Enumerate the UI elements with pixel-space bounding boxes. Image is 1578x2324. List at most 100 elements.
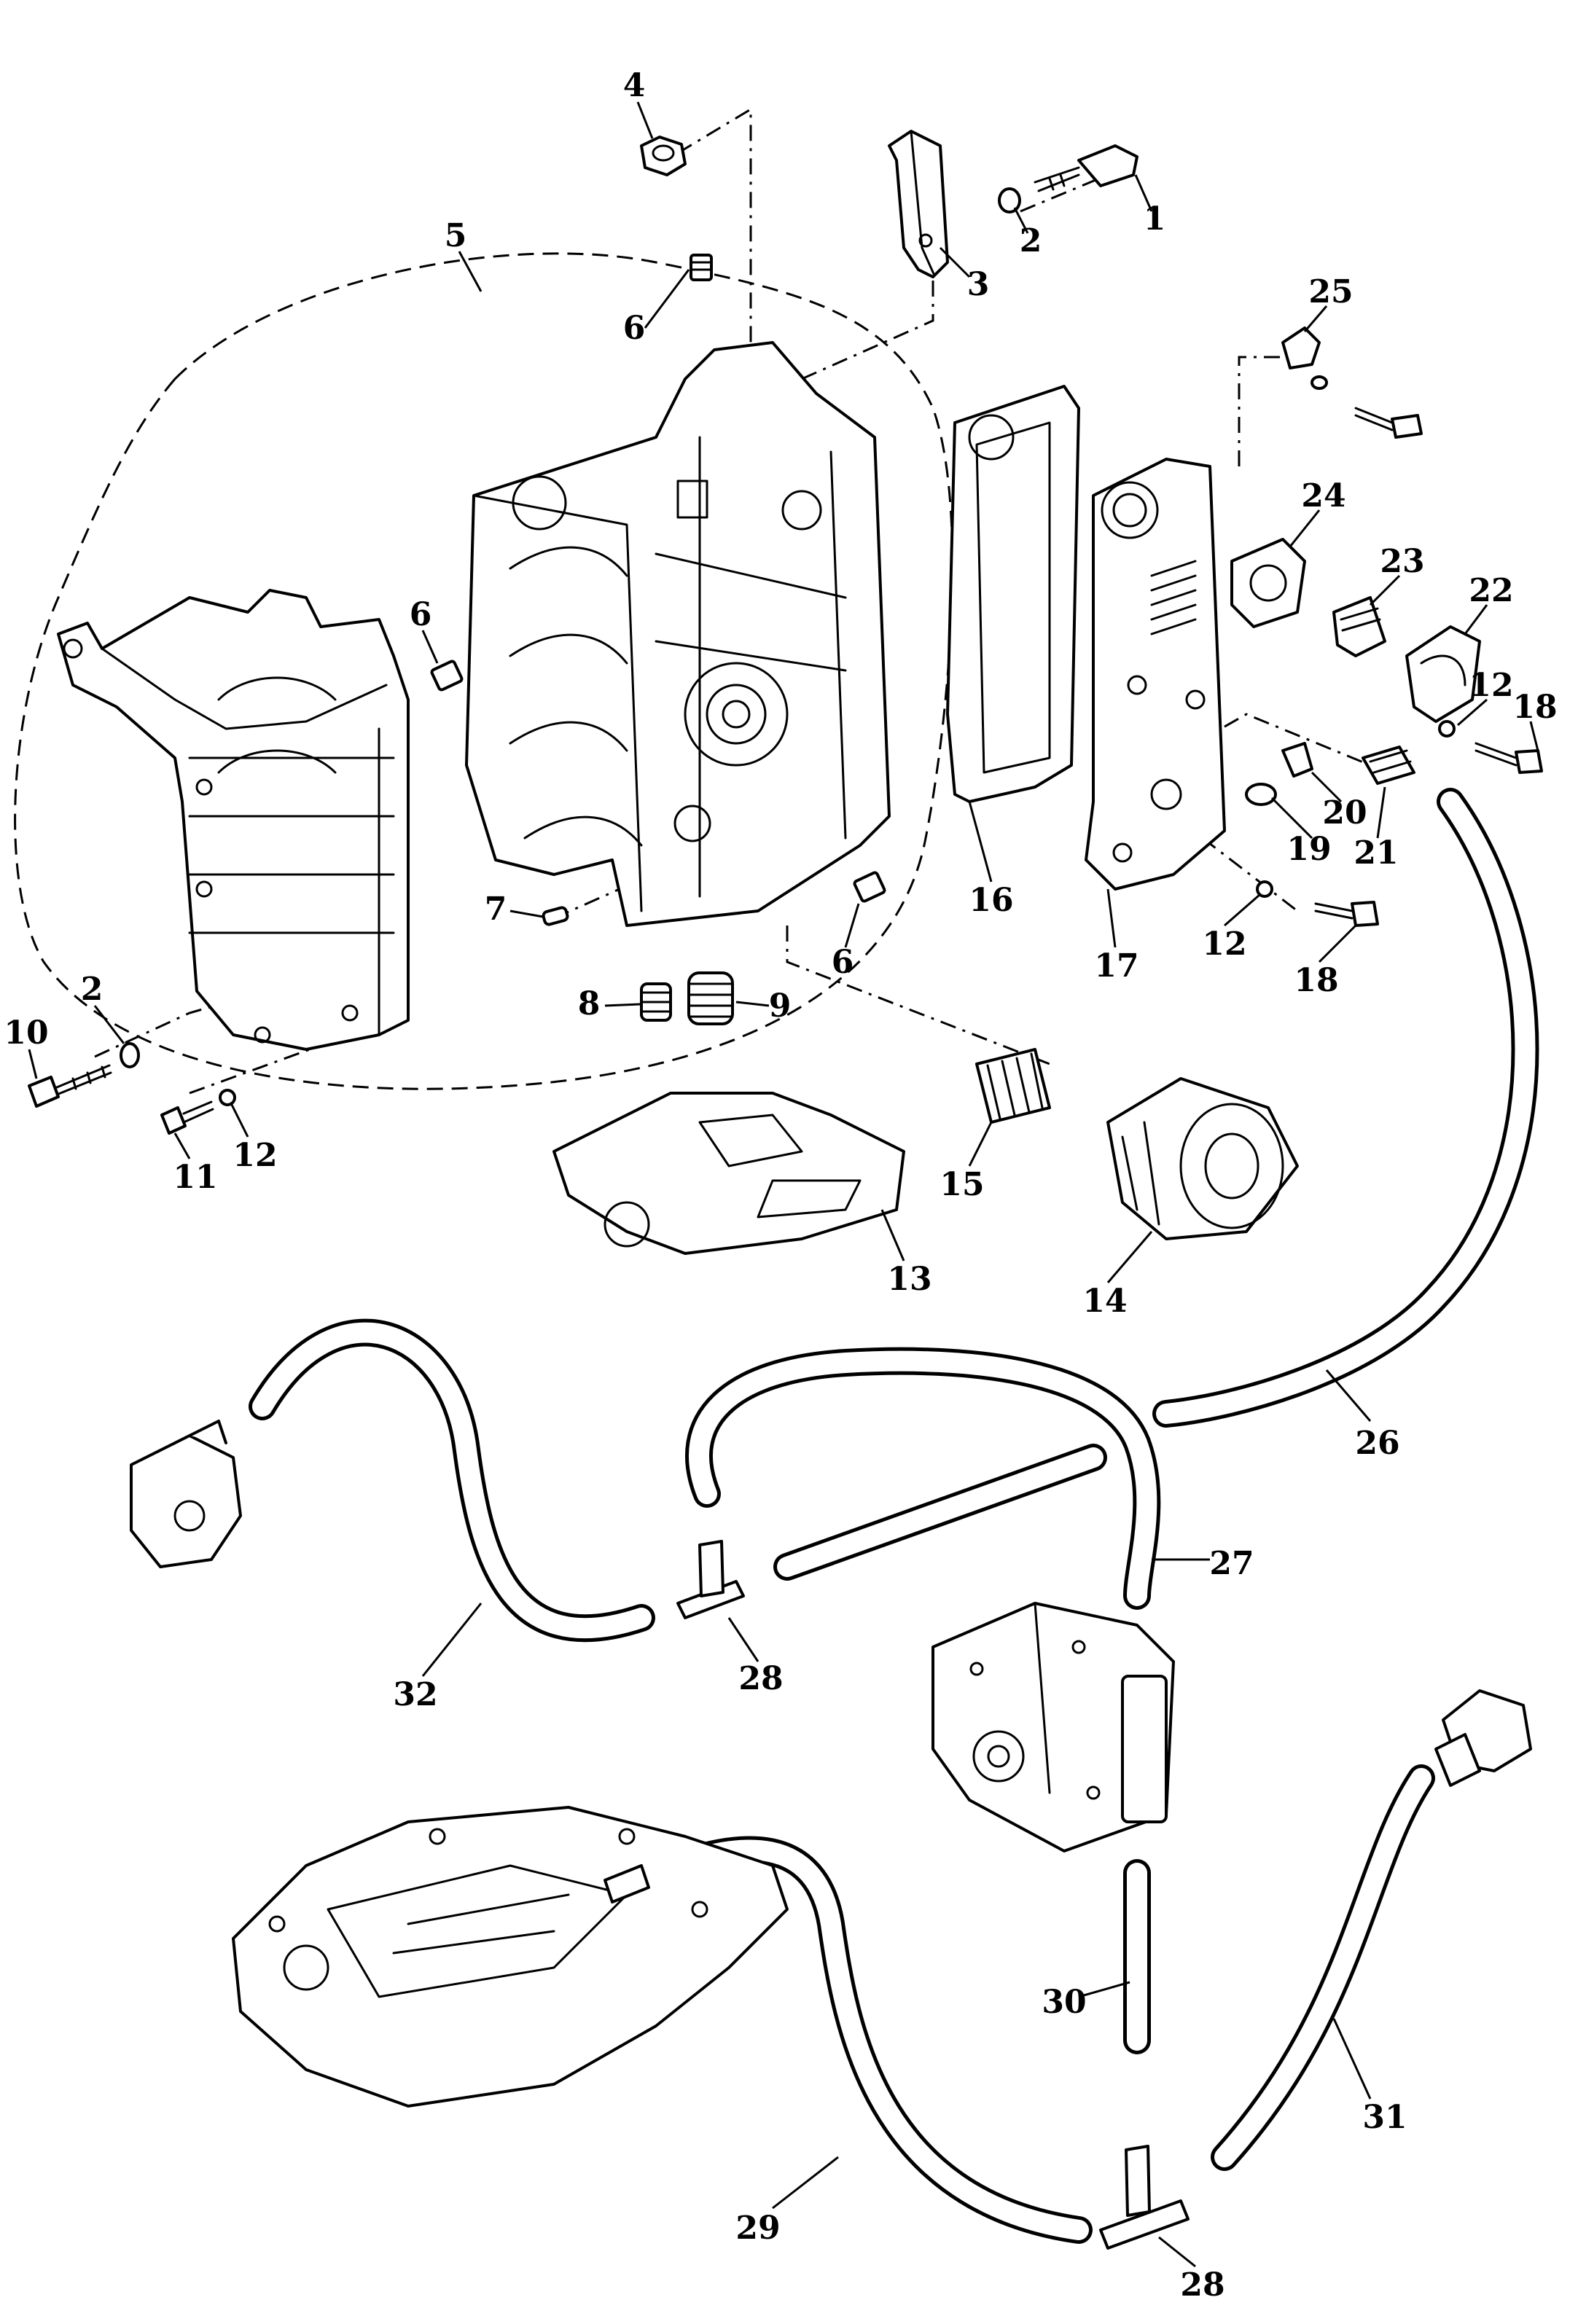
leader-29 [772,2156,839,2210]
cylinder-gasket [946,385,1080,803]
hose-32 [249,1318,655,1643]
relief-spring-15 [975,1048,1051,1124]
plug-20 [1281,742,1313,778]
leader-25 [1303,305,1328,332]
locating-pin [542,906,569,926]
leader-1 [1134,174,1153,212]
leader-14 [1106,1231,1153,1283]
leader-26 [1325,1369,1372,1422]
leader-28-upper [727,1617,759,1662]
oil-filter [1106,1077,1299,1240]
hose-26 [1152,788,1539,1428]
leader-7 [509,909,544,918]
fuel-connector-left [130,1420,242,1568]
cylinder-block [465,341,891,927]
callout-12-left: 12 [233,1137,277,1174]
callout-18-top: 18 [1512,689,1557,726]
hose-27 [685,1347,1161,1610]
callout-18-bottom: 18 [1294,962,1338,999]
callout-28-lower: 28 [1180,2266,1224,2304]
leader-24 [1289,509,1321,547]
callout-23: 23 [1380,543,1424,580]
alignment-line-4 [677,107,752,379]
leader-12-right-bottom [1224,893,1260,927]
leader-10 [28,1049,38,1079]
alignment-line-filter [786,926,1050,1065]
callout-2-top: 2 [1020,222,1042,259]
spring-9 [687,971,734,1025]
leader-20 [1311,771,1343,803]
leader-2-top [1013,207,1029,234]
lifting-bracket [888,130,949,278]
thermostat [1332,596,1386,657]
callout-5: 5 [445,217,467,254]
callout-6-right: 6 [832,944,854,981]
washer-12-right-top [1438,720,1456,738]
alignment-line-1 [1020,173,1109,213]
callout-16: 16 [969,882,1013,919]
leader-3 [939,246,971,278]
washer-12-right-bottom [1256,880,1273,898]
callout-30: 30 [1042,1984,1086,2021]
washer-25 [1311,375,1328,390]
callout-31: 31 [1362,2099,1407,2136]
callout-6-top: 6 [623,310,646,347]
washer-19 [1245,783,1277,806]
callout-25: 25 [1308,273,1353,310]
adapter-plate [232,1806,789,2108]
leader-18-bottom [1318,924,1357,963]
dowel-pin-right [853,871,886,903]
callout-26: 26 [1355,1425,1399,1462]
leader-15 [968,1122,993,1167]
hose-27b [773,1444,1107,1581]
hose-29 [642,1836,1093,2244]
bolt-18-top [1475,742,1543,774]
callout-17: 17 [1094,947,1138,985]
leader-13 [880,1209,905,1261]
leader-19 [1270,797,1313,840]
washer-top [998,187,1021,214]
dowel-pin-left [430,660,464,692]
leader-6-top [644,269,690,329]
leader-8 [604,1003,641,1007]
fuel-connector-right [1434,1689,1532,1787]
leader-30 [1078,1981,1130,1998]
callout-24: 24 [1301,477,1345,515]
leader-21 [1376,786,1386,839]
callout-20: 20 [1322,794,1367,832]
spring-8 [640,982,672,1022]
exhaust-cover [1085,458,1226,891]
callout-2-left: 2 [81,971,103,1008]
leader-23 [1369,574,1401,606]
crankcase-cover [57,589,410,1051]
callout-12-right-bottom: 12 [1202,926,1246,963]
alignment-line-18 [1202,837,1298,912]
dowel-pin-top [690,254,713,281]
callout-8: 8 [578,985,601,1022]
leader-32 [421,1603,483,1677]
alignment-line-3 [801,248,934,380]
leader-31 [1332,2018,1372,2100]
hose-31 [1211,1764,1435,2171]
callout-14: 14 [1082,1283,1127,1320]
leader-17 [1106,888,1117,948]
leader-22 [1464,604,1488,635]
callout-13: 13 [887,1261,931,1298]
callout-7: 7 [485,891,507,928]
thermostat-cover [1405,625,1481,723]
leader-9 [735,1001,770,1007]
fuel-pump [931,1602,1175,1852]
tee-fitting-lower [1099,2145,1190,2250]
bolt-18-bottom [1314,901,1379,927]
thermostat-gasket [1230,538,1306,628]
callout-29: 29 [735,2210,780,2247]
leader-16 [968,801,993,883]
callout-22: 22 [1469,572,1513,609]
callout-19: 19 [1286,831,1331,868]
callout-4: 4 [623,67,646,104]
fitting-21 [1362,746,1415,785]
callout-6-left: 6 [410,596,432,633]
alignment-line-25 [1238,356,1297,466]
callout-1: 1 [1144,200,1166,238]
